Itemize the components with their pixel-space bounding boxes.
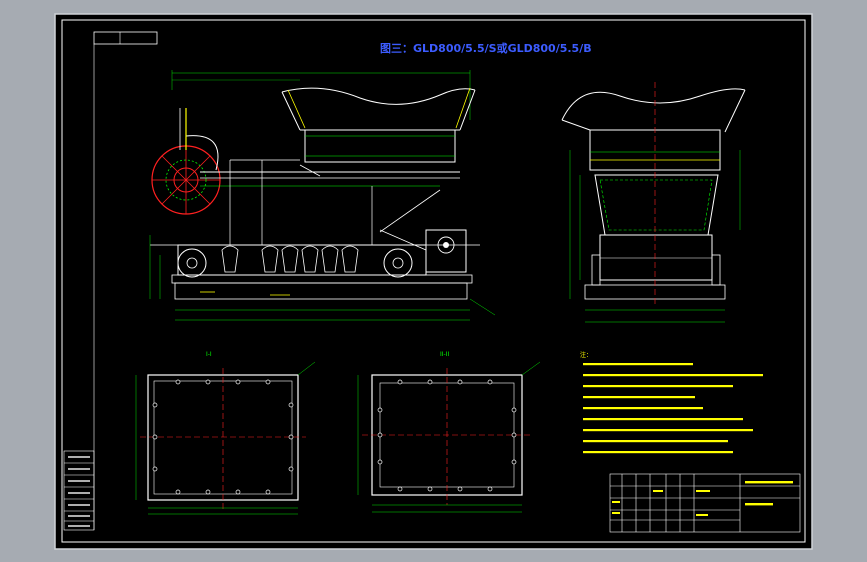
section-right-bolt-holes [377,379,517,492]
left-binding-marks [68,456,90,527]
front-hopper-body [304,129,456,163]
section-left-view [135,361,316,515]
section-right-label: II-II [440,351,449,358]
front-head-pulley [383,248,413,278]
section-left-label: I-I [206,351,212,358]
title-block [609,473,801,533]
section-left-bolt-holes [152,379,294,495]
section-right-view [357,361,541,513]
inner-border [61,19,806,543]
drawing-sheet [55,14,812,549]
left-binding-column [63,450,95,531]
outer-frame [54,13,813,550]
front-drive-unit [425,229,467,273]
code-box [93,31,158,45]
side-view [561,82,746,323]
front-idler-row [221,245,359,273]
front-hopper-material [281,87,476,105]
front-base-frame [174,282,468,300]
gate-arc [185,135,219,171]
side-hopper-material [561,88,746,121]
notes-heading: 注： [580,351,592,359]
title-block-text-marks [612,481,793,516]
front-view [149,70,496,321]
technical-notes [583,363,763,454]
drawing-title: 图三：GLD800/5.5/S或GLD800/5.5/B [380,41,592,55]
front-tail-pulley [177,248,207,278]
